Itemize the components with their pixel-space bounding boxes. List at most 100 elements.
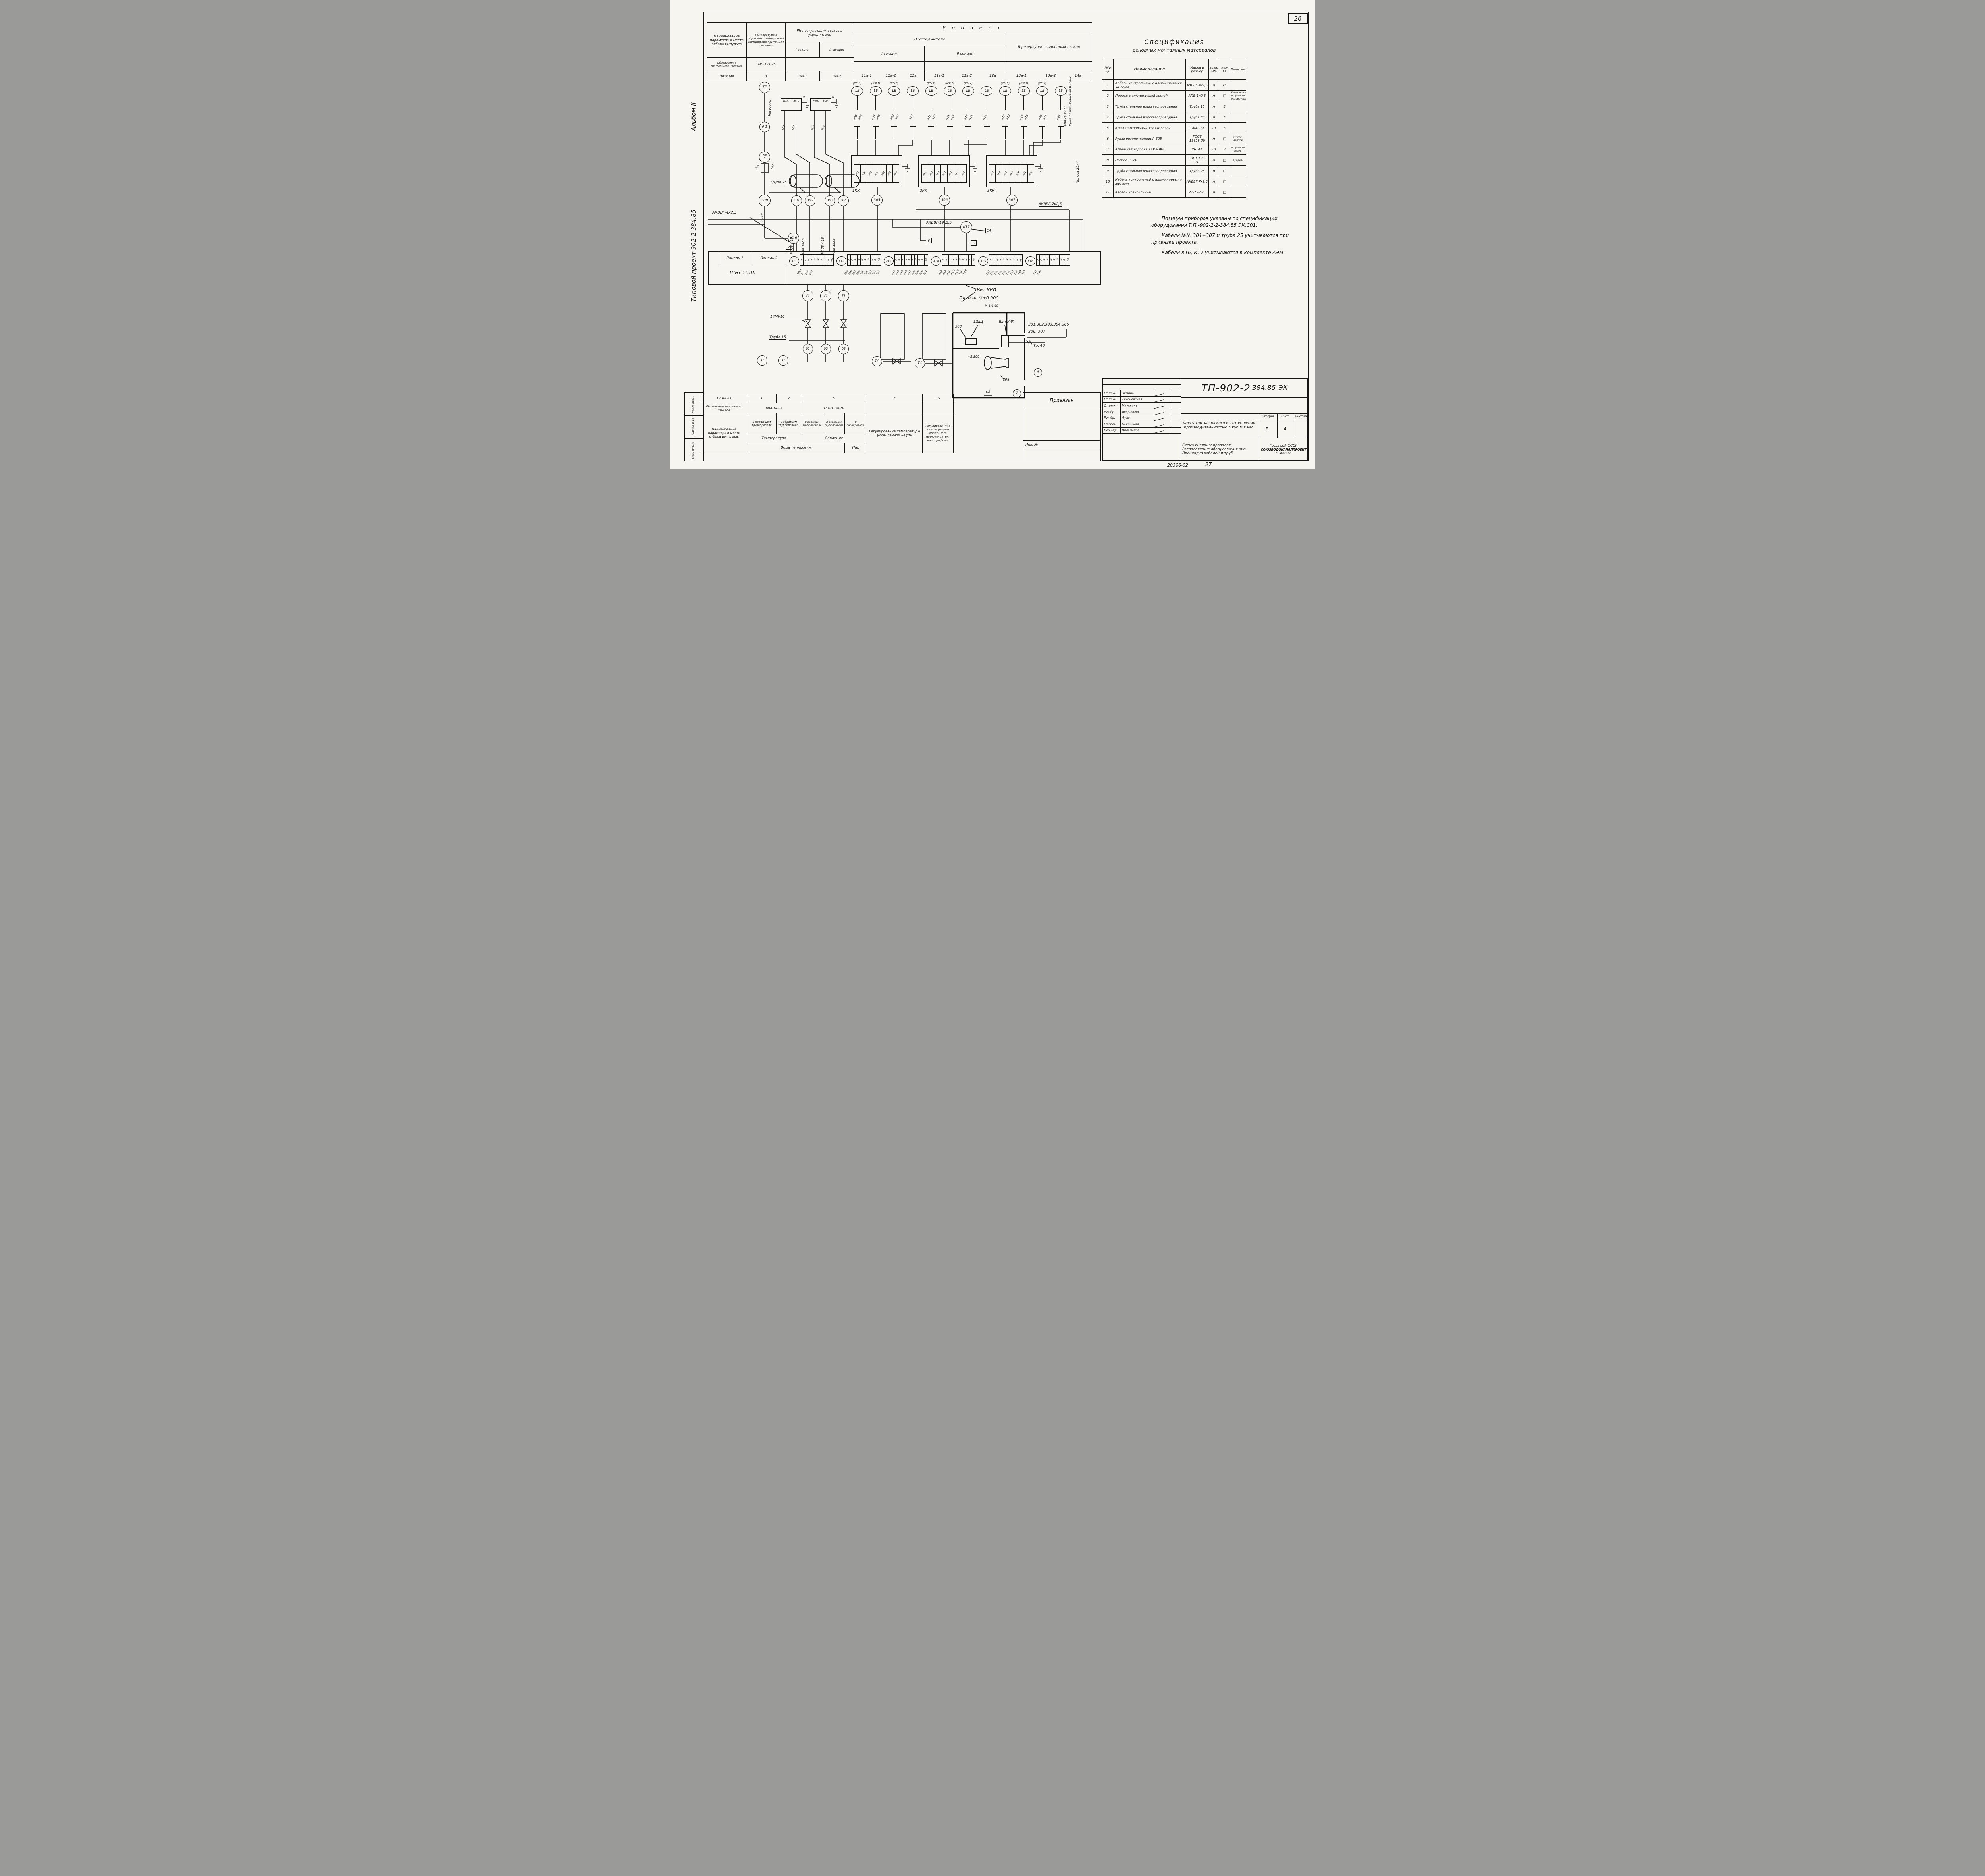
le-instrument: LE <box>869 86 882 96</box>
doc-number-sub: 384.85-ЭК <box>1252 384 1288 392</box>
strip-terminal-number: 1 <box>989 258 992 261</box>
zero-wire-2: 0 <box>832 95 834 99</box>
o2-label: 02 <box>823 347 828 351</box>
plan-cabinet-kip <box>1001 335 1009 347</box>
signature-date <box>1169 408 1181 415</box>
strip-terminal-number: 7 <box>1056 258 1060 261</box>
pi-label: РI <box>842 293 845 298</box>
strip-terminal-number: 2 <box>803 258 807 261</box>
signature-cell <box>1153 402 1169 409</box>
level-section-1: I секция <box>854 46 925 62</box>
strip-terminal-number: 7 <box>962 258 965 261</box>
kk-terminal-number: 422 <box>1028 170 1033 177</box>
le-instrument: LE <box>1054 86 1067 96</box>
ksl-tag: (KSL4) <box>964 82 973 85</box>
le-instrument: LE <box>1036 86 1048 96</box>
pipe-ref-6b-label: 6 <box>972 241 975 245</box>
strip-terminal: 10 <box>1019 255 1023 265</box>
spec-row-note <box>1230 112 1246 123</box>
signature-date <box>1169 415 1181 421</box>
signatory-role: Гл.спец. <box>1103 420 1121 428</box>
spec-row-name: Кабель коаксильный <box>1113 187 1186 198</box>
le-label: LE <box>892 89 896 93</box>
signatory-role: Нач.отд. <box>1103 427 1121 434</box>
pipe-ref-14: 14 <box>985 228 992 233</box>
spec-h-mark: Марка и размер <box>1185 59 1209 80</box>
pipe-ref-14-label: 14 <box>987 229 991 233</box>
signature-mark <box>1154 403 1165 409</box>
strip-terminal: 8 <box>918 255 921 265</box>
spec-row-note <box>1230 122 1246 133</box>
spec-row-note <box>1230 101 1246 112</box>
plan-cabinet-1shch <box>965 338 977 345</box>
bt-reg15: Регулирова- ние темпе- ратуры обрат- ног… <box>922 413 954 453</box>
level-sensor: (KSL6) LE 420 421 <box>1033 82 1052 140</box>
bt-c2: В обратном трубопроводе. <box>776 413 801 434</box>
strip-terminal: 4 <box>952 255 956 265</box>
strip-terminal-number: 8 <box>965 258 968 261</box>
wire-402: 402 <box>790 125 796 131</box>
strip-terminal-number: 9 <box>1016 258 1019 261</box>
signature-date <box>1169 427 1181 434</box>
level-sensor: (KSL3) LE 408 409 <box>885 82 904 140</box>
wire-number: 405 <box>852 114 858 120</box>
le-label: LE <box>911 89 915 93</box>
strip-terminal-number: 1 <box>800 258 804 261</box>
sensor-stem <box>857 127 858 139</box>
cable-303: 303 <box>825 195 835 206</box>
spec-row-num: 2 <box>1102 90 1114 101</box>
strip-terminal: 2 <box>851 255 854 265</box>
spec-row: 7 Клеммная коробка 1КК÷3КК У614А шт 3 в … <box>1102 144 1246 155</box>
spec-row-note <box>1230 176 1246 187</box>
wire-number: 412 <box>931 114 937 120</box>
tb-sheet-title: Схема внешних проводок Расположение обор… <box>1181 438 1258 461</box>
strip-terminal-number: 6 <box>1006 258 1009 261</box>
plan-p3: п.3 <box>985 390 991 394</box>
kk-terminal: 416 <box>960 165 966 182</box>
strip-terminal: 9 <box>874 255 877 265</box>
le-label: LE <box>1021 89 1026 93</box>
sensor-stem <box>857 96 858 110</box>
kk-cable-number: 305 <box>873 198 881 202</box>
spec-row-num: 5 <box>1102 122 1114 133</box>
strip-terminal: 10 <box>971 255 975 265</box>
pi-instrument-1: РI <box>802 290 813 301</box>
spec-row-mark: ГОСТ 106-76 <box>1185 154 1209 166</box>
tis-label: ТIS <box>762 154 767 157</box>
sensor-wires: 420 421 <box>1038 110 1048 126</box>
terminal-tick <box>1039 126 1045 127</box>
strip-terminal-number: 10 <box>1066 258 1070 262</box>
plan-cables-1: 301,302,303,304,305 <box>1028 322 1069 327</box>
strip-terminal: 3 <box>948 255 952 265</box>
strip-terminal: 8 <box>823 255 827 265</box>
strip-terminal: 3 <box>1043 255 1046 265</box>
strip-terminal: 1 <box>942 255 946 265</box>
plan-board-kip: Щит КИП <box>999 320 1014 324</box>
strip-terminal-number: 2 <box>992 258 996 261</box>
strip-name: ХТ3 <box>884 256 894 266</box>
parameter-table: Наименование параметра и место отбора им… <box>707 22 854 81</box>
bt-pos-15: 15 <box>922 394 954 403</box>
tb-object: Флотатор заводского изготов- ления произ… <box>1181 413 1258 438</box>
kk-terminal-number: 415 <box>954 170 960 177</box>
spec-row: 10 Кабель контрольный с алюминиевыми жил… <box>1102 176 1246 187</box>
level-sensor: (KSL4) LE 414 415 <box>959 82 978 140</box>
signatory-name: Фукс. <box>1120 415 1153 421</box>
strip-terminal: 7 <box>915 255 918 265</box>
panel-2-cell: Панель 2 <box>752 253 786 264</box>
wire-number: 410 <box>908 114 913 120</box>
note-2: Кабели №№ 301÷307 и труба 25 учитываются… <box>1151 232 1289 245</box>
strip-terminal-number: 10 <box>971 258 975 262</box>
level-pos-value: 12а <box>989 73 996 78</box>
strip-terminal: 6 <box>864 255 867 265</box>
level-sensor: (KSL2) LE 413 412 <box>940 82 959 140</box>
signatory-role: Ст.техн. <box>1103 390 1121 397</box>
pi-instrument-2: РI <box>820 290 831 301</box>
spec-row-name: Клеммная коробка 1КК÷3КК <box>1113 144 1186 155</box>
strip-terminal: 8 <box>1060 255 1063 265</box>
strip-terminal: 5 <box>1050 255 1053 265</box>
spec-row-num: 6 <box>1102 133 1114 144</box>
strip-terminal-number: 6 <box>958 258 962 261</box>
wire-401: 401 <box>781 125 786 131</box>
